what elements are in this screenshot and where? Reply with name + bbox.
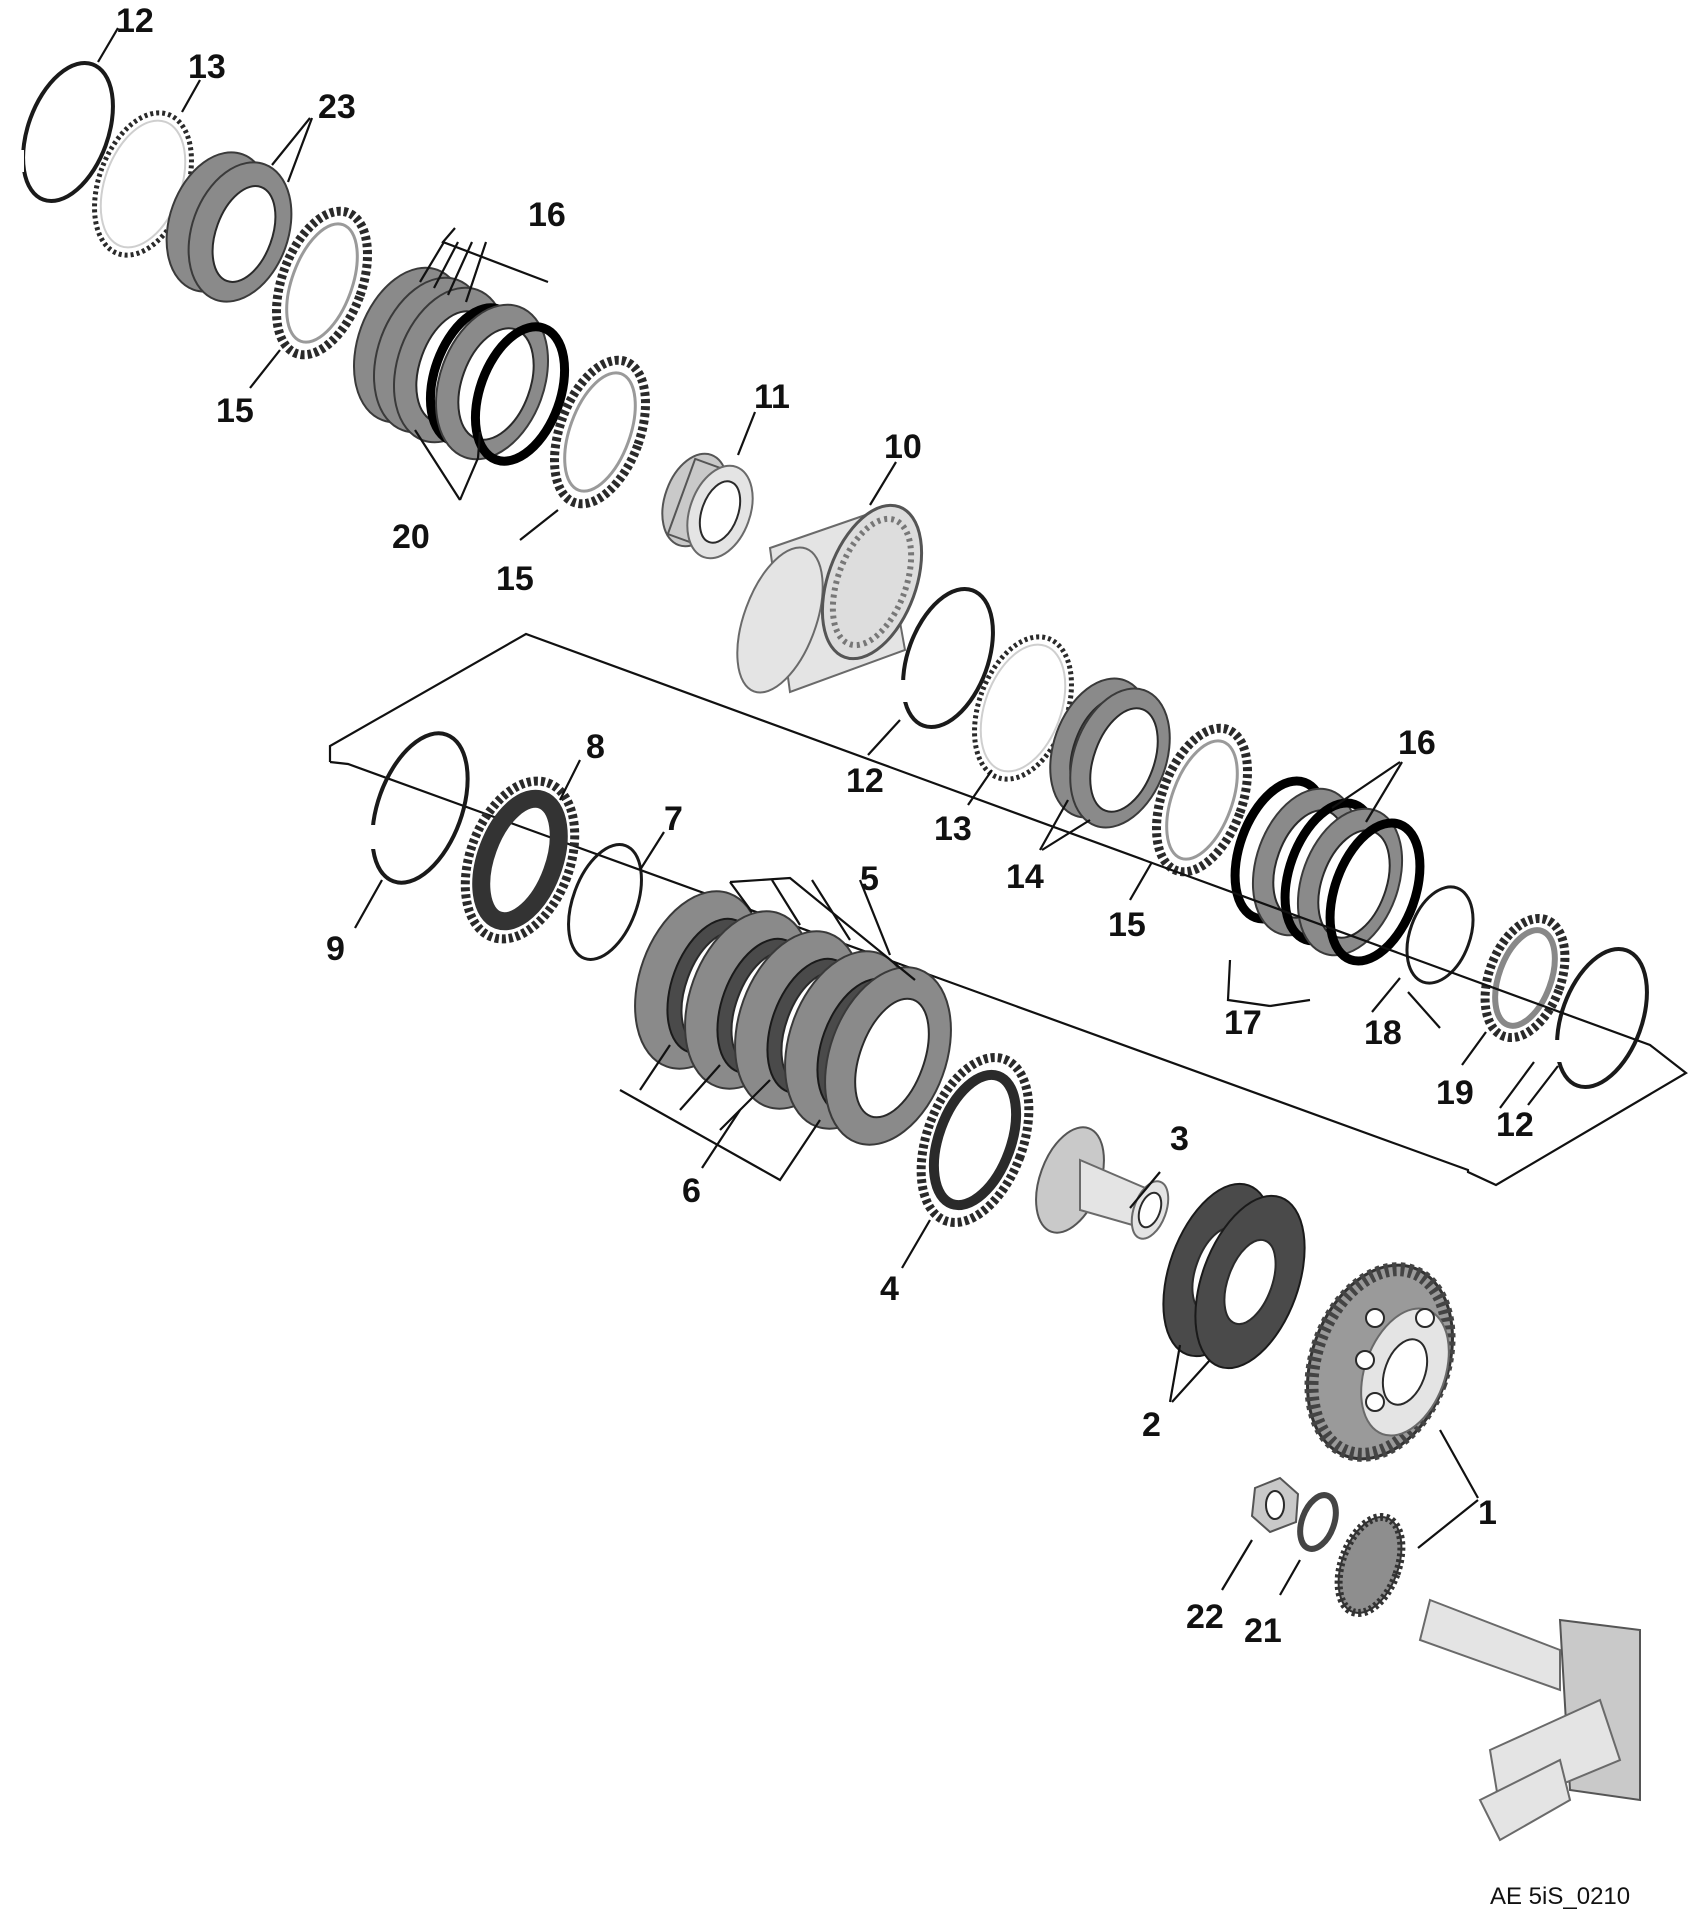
callout-7: 7: [664, 800, 683, 838]
figure-reference-code: AE 5iS_0210: [1490, 1883, 1630, 1910]
callout-20: 20: [392, 518, 430, 556]
part-12-snap-ring-top: [10, 60, 115, 204]
part-5-6-clutch-pack: [634, 890, 952, 1146]
callout-16-right: 16: [1398, 724, 1436, 762]
part-4-friction-disc: [916, 1053, 1034, 1227]
part-9-snap-ring: [362, 731, 470, 885]
part-21-pressure-plates: [165, 151, 293, 303]
callout-15-b: 15: [496, 560, 534, 598]
crankshaft: [1418, 1598, 1641, 1842]
callout-11: 11: [754, 378, 790, 416]
callout-13-mid: 13: [934, 810, 972, 848]
callout-6: 6: [682, 1172, 701, 1210]
callout-1: 1: [1478, 1494, 1497, 1532]
part-14-pressure-plates: [1049, 677, 1171, 829]
callout-23: 22: [1186, 1598, 1224, 1636]
callout-14: 14: [1006, 858, 1044, 896]
part-16-clutch-pack-upper: [352, 266, 570, 466]
callout-4: 4: [880, 1270, 899, 1308]
part-1-drive-pinion: [1334, 1513, 1406, 1617]
part-11-splined-hub: [661, 452, 754, 560]
part-16-17-clutch-pack-lower: [1230, 776, 1425, 966]
part-22-washer: [1297, 1492, 1339, 1552]
callout-9: 9: [326, 930, 345, 968]
part-12-snap-ring-mid: [896, 586, 995, 730]
callout-15-a: 15: [216, 392, 254, 430]
part-3-hub-shaft: [1035, 1126, 1170, 1240]
callout-3: 3: [1170, 1120, 1189, 1158]
part-1-large-gear: [1304, 1262, 1456, 1462]
callout-22: 21: [1244, 1612, 1282, 1650]
callout-12-mid: 12: [846, 762, 884, 800]
callout-18: 18: [1364, 1014, 1402, 1052]
leader-lines: [97, 27, 1559, 1596]
callout-21: 23: [318, 88, 356, 126]
callout-2: 2: [1142, 1406, 1161, 1444]
part-12-snap-ring-right: [1550, 946, 1649, 1090]
part-8-steel-disc: [460, 776, 580, 944]
callout-15-c: 15: [1108, 906, 1146, 944]
part-15-friction-disc-c: [1151, 723, 1253, 877]
part-15-friction-disc-b: [549, 355, 651, 509]
part-7-small-snap-ring: [567, 843, 643, 961]
part-23-nut: [1250, 1476, 1300, 1534]
callout-10: 10: [884, 428, 922, 466]
callout-16-top: 16: [528, 196, 566, 234]
callout-17: 17: [1224, 1004, 1262, 1042]
callout-8: 8: [586, 728, 605, 766]
callout-19: 19: [1436, 1074, 1474, 1112]
callout-12-right: 12: [1496, 1106, 1534, 1144]
part-19-splined-ring: [1480, 913, 1570, 1043]
part-10-clutch-drum: [736, 503, 924, 694]
callout-5: 5: [860, 860, 879, 898]
part-18-small-ring: [1405, 885, 1475, 985]
callout-12-top: 12: [116, 2, 154, 40]
callout-13-top: 13: [188, 48, 226, 86]
part-2-thrust-plates: [1162, 1182, 1306, 1370]
part-15-friction-disc-a: [271, 206, 373, 360]
